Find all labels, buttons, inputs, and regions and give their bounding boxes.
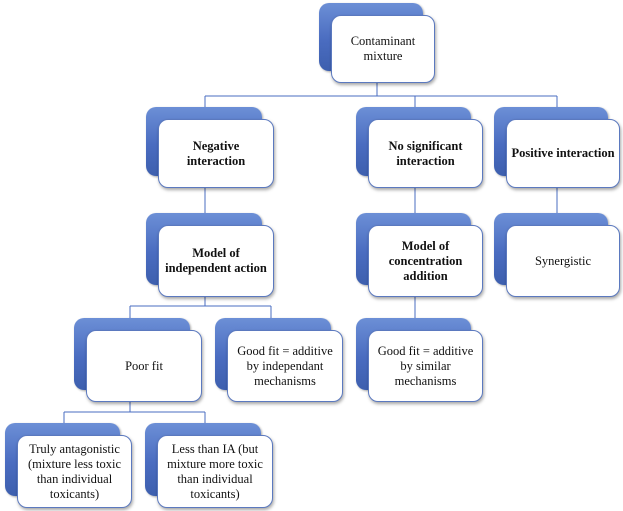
node-no-significant-interaction: No significant interaction	[356, 107, 483, 188]
node-label: Less than IA (but mixture more toxic tha…	[167, 441, 263, 501]
node-synergistic: Synergistic	[494, 213, 620, 297]
node-good-fit-independent: Good fit = additive by independant mecha…	[215, 318, 343, 402]
node-good-fit-similar: Good fit = additive by similar mechanism…	[356, 318, 483, 402]
node-negative-interaction: Negative interaction	[146, 107, 274, 188]
node-label: No significant interaction	[388, 138, 463, 168]
node-contaminant-mixture: Contaminant mixture	[319, 3, 435, 83]
node-label: Good fit = additive by independant mecha…	[237, 343, 333, 388]
node-less-than-ia: Less than IA (but mixture more toxic tha…	[145, 423, 273, 508]
node-label: Truly antagonistic (mixture less toxic t…	[27, 441, 122, 501]
node-model-independent-action: Model of independent action	[146, 213, 274, 297]
node-truly-antagonistic: Truly antagonistic (mixture less toxic t…	[5, 423, 132, 508]
node-label: Positive interaction	[511, 146, 615, 160]
node-poor-fit: Poor fit	[74, 318, 202, 402]
node-label: Synergistic	[534, 253, 592, 268]
node-label: Negative interaction	[186, 138, 246, 168]
node-label: Model of concentration addition	[388, 238, 463, 283]
node-label: Good fit = additive by similar mechanism…	[377, 343, 474, 388]
node-label: Poor fit	[125, 358, 163, 373]
node-label: Contaminant mixture	[350, 34, 416, 63]
node-positive-interaction: Positive interaction	[494, 107, 620, 188]
node-model-concentration-addition: Model of concentration addition	[356, 213, 483, 297]
node-label: Model of independent action	[165, 246, 267, 275]
